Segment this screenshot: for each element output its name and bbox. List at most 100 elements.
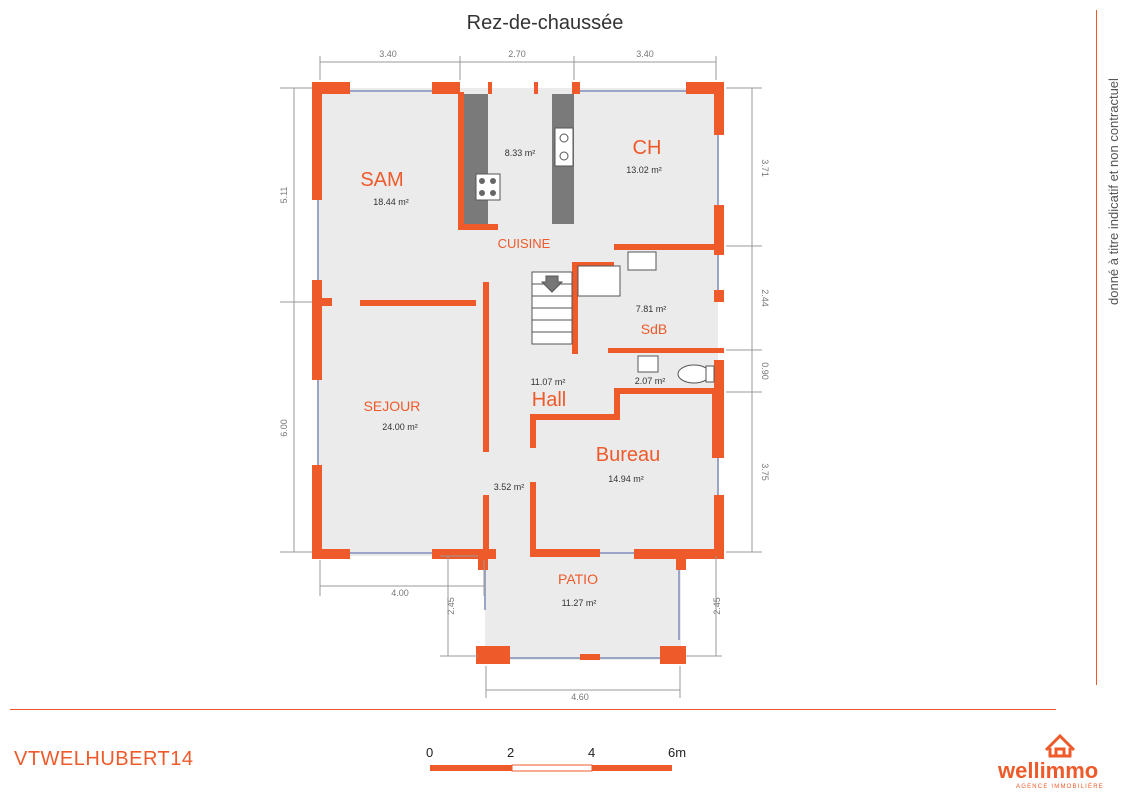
dim-left-2: 6.00 — [279, 419, 289, 437]
scale-segment — [511, 764, 593, 772]
wall-segment — [483, 495, 489, 559]
wall-segment — [530, 482, 536, 557]
room-area-couloir: 3.52 m² — [494, 482, 525, 492]
main-floor — [318, 88, 718, 556]
floor-areas — [318, 88, 718, 660]
room-areas: 18.44 m² 8.33 m² 13.02 m² 7.81 m² 2.07 m… — [373, 148, 666, 608]
wall-segment — [714, 205, 724, 255]
room-area-sdb: 7.81 m² — [636, 304, 667, 314]
dim-bottom-left: 4.00 — [391, 588, 409, 598]
scale-label-2: 2 — [507, 745, 515, 760]
room-labels: SAM CUISINE CH SdB Hall SEJOUR Bureau PA… — [360, 137, 667, 587]
wall-segment — [712, 394, 724, 458]
dim-left-1: 5.11 — [279, 187, 289, 204]
wall-segment — [458, 92, 464, 230]
wall-segment — [714, 495, 724, 559]
room-name-sejour: SEJOUR — [364, 398, 421, 414]
wall-segment — [614, 244, 724, 250]
room-name-hall: Hall — [532, 389, 566, 411]
wall-segment — [660, 646, 686, 664]
shower — [577, 265, 621, 297]
dim-right-3: 0.90 — [760, 362, 770, 380]
wall-segment — [614, 388, 724, 394]
scale-label-0: 0 — [426, 745, 434, 760]
property-reference: VTWELHUBERT14 — [14, 748, 194, 770]
room-area-sejour: 24.00 m² — [382, 422, 418, 432]
room-area-hall: 11.07 m² — [531, 377, 566, 387]
wall-segment — [714, 290, 724, 302]
page-title: Rez-de-chaussée — [466, 12, 624, 34]
patio-floor — [485, 556, 681, 660]
wall-segment — [360, 300, 476, 306]
scale-segment — [430, 765, 512, 771]
walls — [312, 82, 724, 664]
dim-top-1: 3.40 — [379, 49, 397, 59]
wall-segment — [488, 82, 492, 94]
sdb-sink — [627, 251, 657, 271]
wall-segment — [483, 282, 489, 452]
dim-top-3: 3.40 — [636, 49, 654, 59]
fixtures — [464, 94, 715, 384]
dim-patio-left: 2.45 — [446, 597, 456, 615]
room-area-ch: 13.02 m² — [626, 165, 662, 175]
wall-segment — [614, 388, 620, 420]
wall-segment — [312, 549, 350, 559]
divider-horizontal — [10, 709, 1056, 710]
room-name-cuisine: CUISINE — [498, 236, 551, 251]
disclaimer-note: donné à titre indicatif et non contractu… — [1106, 78, 1121, 305]
wall-segment — [312, 465, 322, 559]
scale-label-4: 4 — [588, 745, 596, 760]
wc-sink — [637, 355, 659, 373]
wall-segment — [572, 262, 614, 267]
divider-vertical — [1096, 10, 1097, 685]
wall-segment — [580, 654, 600, 660]
cooktop — [475, 173, 501, 201]
wall-segment — [312, 280, 322, 380]
kitchen-sink — [554, 127, 574, 167]
staircase — [531, 271, 573, 345]
dim-right-4: 3.75 — [760, 463, 770, 481]
room-name-bureau: Bureau — [596, 444, 661, 466]
room-name-sam: SAM — [360, 169, 403, 191]
dim-right-2: 2.44 — [760, 289, 770, 307]
room-name-ch: CH — [633, 137, 662, 159]
wall-segment — [530, 414, 536, 448]
wall-segment — [714, 82, 724, 135]
dim-top-2: 2.70 — [508, 49, 526, 59]
scale-segment — [592, 765, 672, 771]
toilet — [677, 364, 711, 384]
wall-segment — [478, 556, 488, 570]
dimension-lines — [280, 56, 762, 698]
wall-segment — [530, 414, 620, 420]
room-name-sdb: SdB — [641, 321, 667, 337]
dim-patio-right: 2.45 — [712, 597, 722, 615]
wall-segment — [432, 549, 496, 559]
room-area-sam: 18.44 m² — [373, 197, 409, 207]
scale-bar — [430, 764, 672, 772]
wall-segment — [432, 82, 460, 94]
room-area-wc: 2.07 m² — [635, 376, 666, 386]
wall-segment — [572, 82, 580, 94]
wall-segment — [714, 360, 724, 400]
wall-segment — [458, 224, 498, 230]
wall-segment — [676, 556, 686, 570]
wall-segment — [708, 244, 724, 250]
room-name-patio: PATIO — [558, 571, 598, 587]
wall-segment — [312, 298, 332, 306]
room-area-patio: 11.27 m² — [562, 598, 597, 608]
dim-right-1: 3.71 — [760, 159, 770, 177]
brand-name: wellimmo — [998, 758, 1099, 783]
dim-patio-bottom: 4.60 — [571, 692, 589, 702]
kitchen-counter-left — [464, 94, 488, 224]
wall-segment — [608, 348, 724, 353]
dimension-labels: 3.40 2.70 3.40 5.11 6.00 3.71 2.44 0.90 … — [279, 49, 770, 702]
wall-segment — [572, 262, 578, 354]
wall-segment — [312, 82, 322, 200]
wall-segment — [530, 549, 600, 557]
brand-tagline: AGENCE IMMOBILIÈRE — [1016, 784, 1104, 790]
wall-segment — [534, 82, 538, 94]
room-area-cuisine: 8.33 m² — [505, 148, 536, 158]
wall-segment — [634, 549, 724, 559]
wall-segment — [476, 646, 510, 664]
